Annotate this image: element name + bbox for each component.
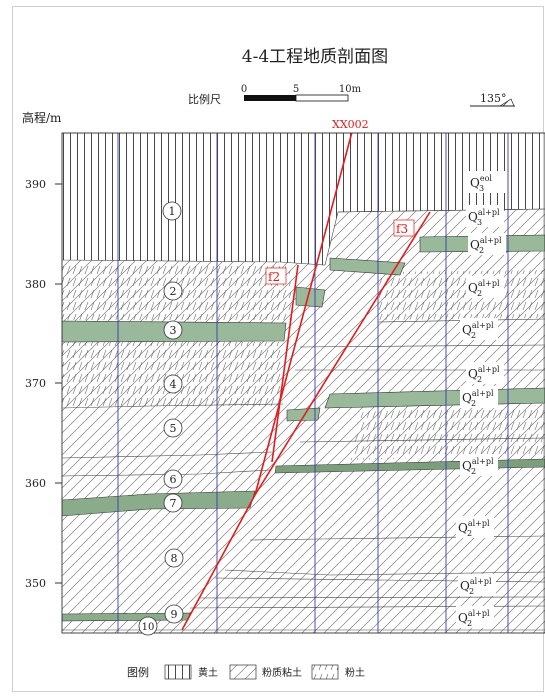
svg-text:6: 6: [170, 473, 177, 486]
fault-main: [254, 133, 353, 496]
layer-marker-10: 10: [138, 616, 158, 636]
y-tick-380: 380: [25, 278, 46, 291]
band-mid-right: [329, 257, 406, 276]
svg-text:10: 10: [142, 622, 155, 633]
svg-text:f2: f2: [268, 270, 280, 284]
layer-marker-9: 9: [164, 604, 184, 624]
diagram-title: 4-4工程地质剖面图: [242, 47, 388, 67]
svg-text:Qal+pl2: Qal+pl2: [468, 279, 500, 298]
svg-text:4: 4: [170, 378, 177, 391]
y-tick-390: 390: [25, 178, 46, 191]
legend-title: 图例: [127, 665, 149, 679]
layer-marker-3: 3: [163, 320, 183, 340]
fault-f2-label: f2: [265, 267, 287, 285]
scale-bar-black: [244, 95, 296, 101]
svg-text:9: 9: [171, 608, 178, 621]
layer-marker-5: 5: [163, 418, 183, 438]
svg-text:3: 3: [170, 324, 177, 337]
layer-number-markers: 1 2 3 4 5 6 7 8 9 10: [138, 201, 184, 636]
svg-text:2: 2: [170, 285, 177, 298]
y-axis: 390 380 370 360 350: [25, 178, 62, 590]
bearing-indicator: 135°: [470, 92, 515, 107]
fault-f2: [271, 264, 299, 463]
svg-text:5: 5: [170, 422, 177, 435]
layer-marker-7: 7: [163, 493, 183, 513]
svg-text:Qal+pl2: Qal+pl2: [458, 519, 490, 538]
y-tick-370: 370: [25, 377, 46, 390]
svg-text:Qal+pl2: Qal+pl2: [462, 321, 494, 340]
right-silt-band-2: [350, 405, 545, 460]
scale-bar: 比例尺 0 5 10m: [188, 84, 362, 106]
fault-f3-label: f3: [393, 219, 415, 237]
svg-text:8: 8: [171, 552, 178, 565]
legend-swatch-silt: [311, 664, 339, 680]
y-tick-350: 350: [25, 577, 46, 590]
bearing-label: 135°: [480, 92, 507, 105]
layer-marker-1: 1: [162, 201, 182, 221]
scale-tick-0: 0: [241, 84, 247, 95]
y-axis-label: 高程/m: [22, 110, 62, 125]
borehole-label: XX002: [332, 118, 369, 131]
legend-label-silty-clay: 粉质粘土: [262, 666, 302, 679]
scale-bar-label: 比例尺: [188, 92, 221, 106]
legend-swatch-silty-clay: [229, 664, 257, 680]
scale-tick-5: 5: [293, 84, 299, 95]
svg-text:f3: f3: [396, 222, 408, 236]
faults: [181, 133, 431, 631]
svg-text:Qal+pl2: Qal+pl2: [460, 577, 492, 596]
svg-text:1: 1: [169, 205, 176, 218]
scale-tick-10: 10m: [339, 84, 362, 95]
layer-marker-2: 2: [163, 281, 183, 301]
right-silt-band: [378, 270, 545, 320]
svg-text:Qal+pl3: Qal+pl3: [468, 208, 500, 227]
layer-marker-6: 6: [163, 469, 183, 489]
layer-marker-8: 8: [164, 548, 184, 568]
legend-swatch-loess: [164, 664, 192, 680]
legend: 图例 黄土 粉质粘土 粉土: [127, 664, 365, 680]
fault-lower: [181, 494, 256, 631]
scale-bar-white: [295, 94, 349, 102]
legend-label-loess: 黄土: [198, 666, 218, 679]
grid-lines: [117, 133, 509, 633]
svg-text:Qal+pl2: Qal+pl2: [468, 365, 500, 384]
svg-text:7: 7: [170, 497, 177, 510]
layer-marker-4: 4: [163, 374, 183, 394]
fault-f3: [254, 211, 431, 496]
svg-text:Qal+pl2: Qal+pl2: [462, 457, 494, 476]
svg-text:Qal+pl2: Qal+pl2: [462, 389, 494, 408]
layer-7-band: [62, 490, 256, 517]
legend-label-silt: 粉土: [345, 666, 365, 679]
y-tick-360: 360: [25, 477, 46, 490]
svg-text:Qal+pl2: Qal+pl2: [470, 236, 502, 255]
section-outline: [61, 132, 545, 634]
svg-text:Qal+pl2: Qal+pl2: [458, 609, 490, 628]
